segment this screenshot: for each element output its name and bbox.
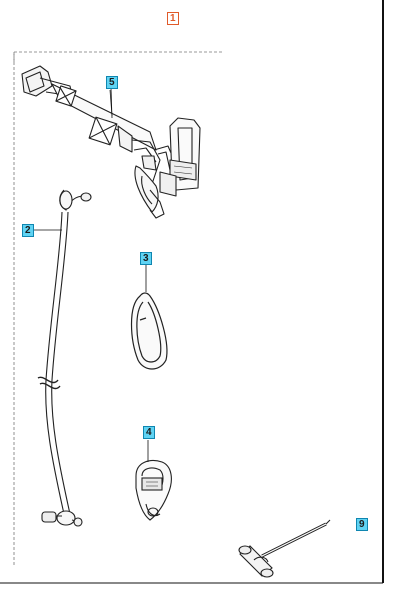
callout-2: 2 <box>22 224 34 237</box>
callout-3: 3 <box>140 252 152 265</box>
callout-9: 9 <box>356 518 368 531</box>
callout-1: 1 <box>167 12 179 25</box>
group-bracket-top <box>13 51 222 62</box>
carabiner-part <box>130 292 168 370</box>
t-handle-tool-part <box>238 519 331 578</box>
callout-5: 5 <box>106 76 118 89</box>
callout-4: 4 <box>143 426 155 439</box>
leader-line-5 <box>110 87 113 119</box>
leader-lines <box>32 87 149 462</box>
hook-clip-part <box>135 459 172 521</box>
cord-part <box>37 189 92 527</box>
harness-strap-part <box>21 65 201 219</box>
